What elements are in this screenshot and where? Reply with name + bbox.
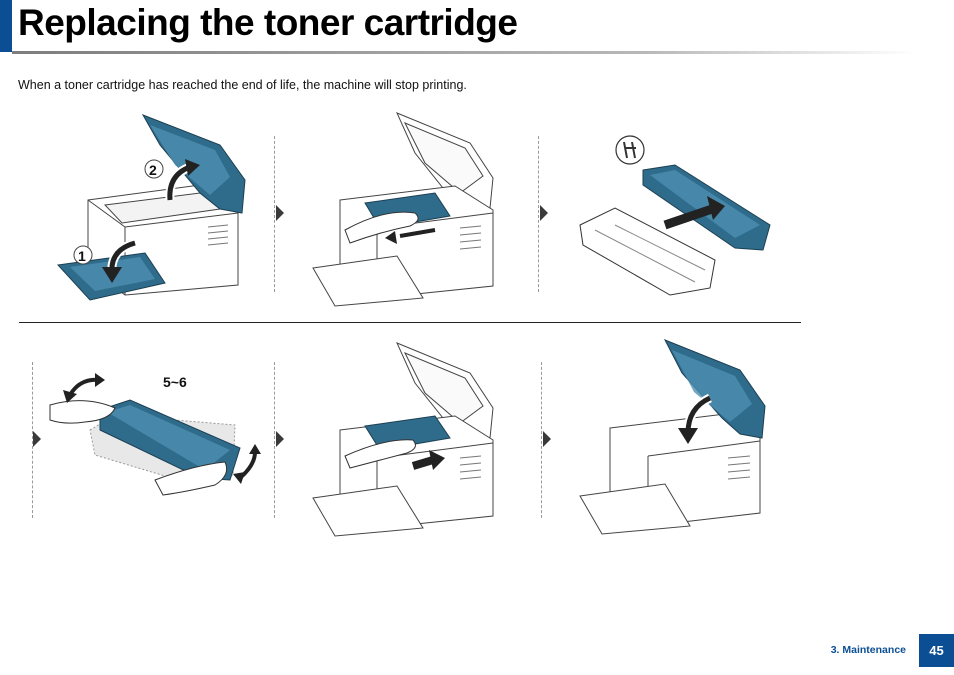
push-arrow-icon [663,203,717,230]
separator-dashed [541,362,542,518]
footer-section-label: 3. Maintenance [830,644,906,656]
hand-right [154,461,228,496]
illustration-remove-cartridge [312,112,494,307]
illustration-unpack-cartridge [579,135,771,296]
step-badge-1: 1 [78,248,86,264]
separator-dashed [538,136,539,292]
new-toner-cartridge [579,207,716,296]
step-badge-2: 2 [149,162,157,178]
separator-dashed [32,362,33,518]
step-arrow-icon [543,431,551,447]
page-number: 45 [919,634,954,667]
step-badge [144,159,164,179]
step-arrow-icon [33,431,41,447]
toner-cartridge [364,415,451,451]
push-arrow-icon [411,456,435,470]
title-accent-bar [0,0,12,52]
separator-dashed [274,136,275,292]
intro-text: When a toner cartridge has reached the e… [18,78,467,92]
illustration-open-cover: 1 2 [56,114,246,301]
step-arrow-icon [276,205,284,221]
illustration-shake-cartridge: 5~6 [49,373,261,496]
pull-arrow-icon [399,228,436,238]
hand [344,439,416,469]
illustration-close-cover [579,339,766,535]
step-arrow-icon [276,431,284,447]
illustration-insert-cartridge [312,342,494,537]
page-title: Replacing the toner cartridge [18,2,518,43]
step-arrow-icon [540,205,548,221]
step-badge [73,245,93,265]
shake-count-label: 5~6 [163,374,187,390]
title-underline [12,51,917,54]
separator-dashed [274,362,275,518]
hand-left [49,400,116,424]
row-divider [19,322,801,323]
unpack-icon [615,135,645,165]
hand [344,211,419,244]
